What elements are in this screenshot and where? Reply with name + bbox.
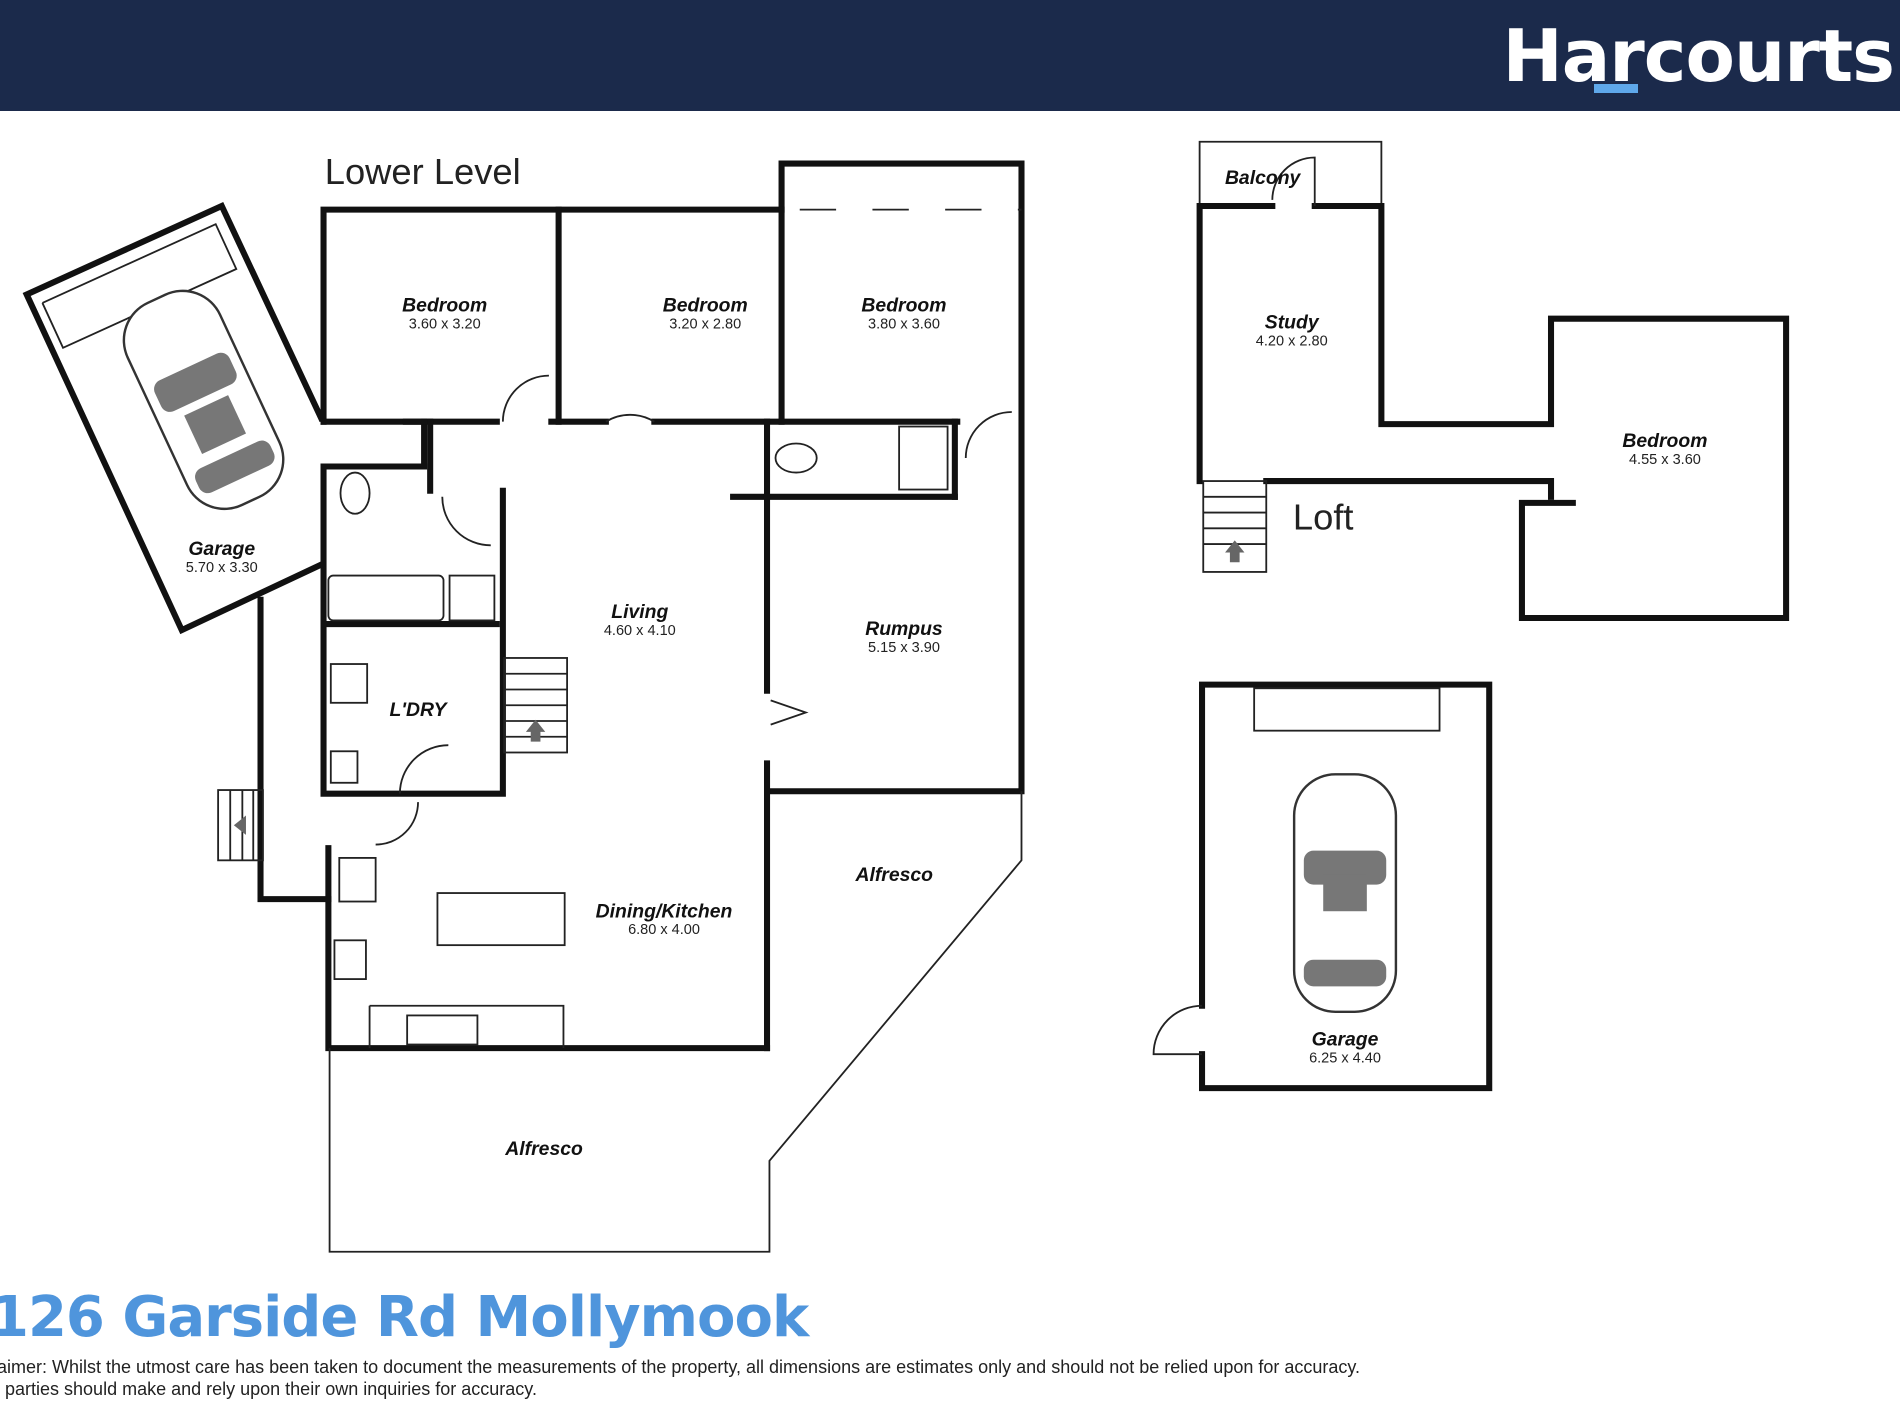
room-name: Dining/Kitchen xyxy=(596,900,733,922)
room-name: Study xyxy=(1265,311,1320,333)
room-name: Alfresco xyxy=(854,864,933,886)
stairs-icon xyxy=(503,657,569,754)
loft-title: Loft xyxy=(1293,497,1354,538)
room-name: Garage xyxy=(188,538,255,560)
room-name: Living xyxy=(611,601,668,623)
lower-walls xyxy=(257,160,1025,1253)
stairs-icon xyxy=(1202,480,1268,573)
room-dims: 3.20 x 2.80 xyxy=(669,316,741,332)
room-dims: 4.55 x 3.60 xyxy=(1629,452,1701,468)
room-dims: 3.60 x 3.20 xyxy=(409,316,481,332)
disclaimer-line-2: All parties should make and rely upon th… xyxy=(0,1379,537,1399)
room-name: Bedroom xyxy=(663,294,748,316)
room-dims: 5.15 x 3.90 xyxy=(868,640,940,656)
car-icon xyxy=(122,289,285,511)
room-name: L'DRY xyxy=(390,699,449,721)
lower-level-title: Lower Level xyxy=(325,151,521,192)
car-icon xyxy=(1292,773,1398,1014)
harcourts-logo: Harcourts xyxy=(1502,14,1895,98)
loft-walls xyxy=(1196,140,1790,622)
room-dims: 5.70 x 3.30 xyxy=(186,560,258,576)
property-address: 126 Garside Rd Mollymook xyxy=(0,1285,809,1350)
room-dims: 6.25 x 4.40 xyxy=(1309,1051,1381,1067)
fixtures xyxy=(217,374,1012,1046)
room-name: Bedroom xyxy=(861,294,946,316)
room-dims: 6.80 x 4.00 xyxy=(628,922,700,938)
stairs-icon xyxy=(217,789,264,862)
room-name: Alfresco xyxy=(504,1138,583,1160)
header-bar: Harcourts xyxy=(0,0,1900,111)
garage-upper: Garage 6.25 x 4.40 xyxy=(1152,681,1493,1092)
room-dims: 4.20 x 2.80 xyxy=(1256,333,1328,349)
room-name: Rumpus xyxy=(865,618,943,640)
room-dims: 4.60 x 4.10 xyxy=(604,623,676,639)
room-name: Balcony xyxy=(1225,167,1302,189)
room-name: Bedroom xyxy=(1622,430,1707,452)
disclaimer-line-1: Disclaimer: Whilst the utmost care has b… xyxy=(0,1357,1361,1377)
garage-lower: Garage 5.70 x 3.30 xyxy=(22,202,326,635)
logo-underline xyxy=(1594,84,1638,93)
room-name: Garage xyxy=(1312,1029,1379,1051)
room-dims: 3.80 x 3.60 xyxy=(868,316,940,332)
room-name: Bedroom xyxy=(402,294,487,316)
